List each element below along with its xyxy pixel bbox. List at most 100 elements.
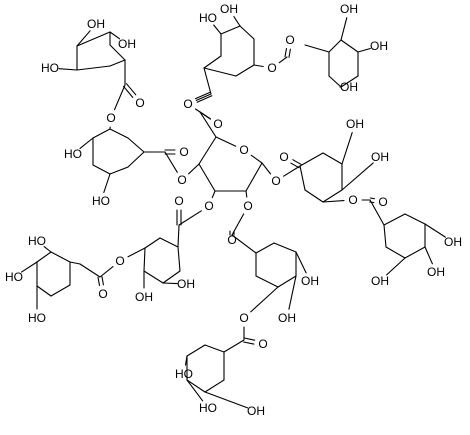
bond [299,165,306,191]
oxygen-label: O [174,194,183,208]
bond [239,25,255,40]
bond [127,247,146,258]
oxygen-label: O [285,33,294,47]
oxygen-label: O [98,287,107,301]
bond [186,379,204,402]
bond [177,246,181,272]
hydroxyl-label: OH [444,235,462,249]
bond-lines [20,16,446,409]
bond [186,344,206,357]
hydroxyl-label: OH [340,2,358,16]
oxygen-label: O [227,233,236,247]
bond [235,64,255,77]
bond [273,242,297,253]
bond [194,91,211,100]
bond [177,224,180,248]
bond [50,284,71,297]
bond [178,210,202,226]
oxygen-label: O [239,311,248,325]
bond [144,237,161,249]
bond [369,197,375,200]
bond [196,95,213,103]
bond [79,263,101,278]
bond [204,344,225,353]
oxygen-label: O [213,117,222,131]
oxygen-label: O [243,199,252,213]
bond [76,31,111,47]
hydroxyl-label: HO [5,270,23,284]
hydroxyl-label: HO [175,367,193,381]
bond [250,286,279,313]
bond [243,337,256,341]
hydroxyl-label: HO [28,311,46,325]
oxygen-label: O [348,193,357,207]
bond [404,213,426,225]
bond [127,151,145,168]
bond [385,246,406,259]
hydroxyl-label: HO [199,401,217,415]
hydroxyl-label: HO [92,194,110,208]
bond [203,55,222,69]
hydroxyl-label: HO [41,61,59,75]
bond [109,44,126,61]
bond [424,246,433,265]
bond [199,111,217,138]
bond [204,391,249,409]
bond [203,67,212,95]
oxygen-label: O [271,174,280,188]
bond [194,108,212,120]
bond [103,173,111,194]
bond [288,48,291,58]
oxygen-label: O [204,199,213,213]
bond [143,270,164,284]
bond [159,237,179,248]
hydroxyl-label: OH [135,290,153,304]
bond [220,25,241,35]
bond [290,162,300,169]
oxygen-label: O [378,195,387,209]
hydroxyl-label: OH [340,80,358,94]
bond [253,64,264,68]
bond [386,257,406,276]
bond [245,190,248,198]
bond [99,266,114,278]
bond [162,270,181,284]
bond [341,132,353,165]
bond [76,65,111,71]
bond [424,223,446,238]
bond [283,165,301,177]
oxygen-label: O [106,111,115,125]
bond [92,164,111,175]
bond [186,379,206,393]
oxygen-label: O [183,97,192,111]
bond [250,154,263,164]
hydroxyl-label: OH [278,311,296,325]
hydroxyl-label: HO [199,11,217,25]
bond [143,247,146,272]
bond [198,136,217,165]
bond [369,201,375,204]
bond [233,16,241,27]
bond [20,261,38,273]
bond [383,224,387,248]
bond [69,261,81,265]
bond [215,136,237,147]
bond [328,75,342,88]
bond [36,251,52,263]
bond [195,93,212,101]
bond [340,39,359,53]
hydroxyl-label: OH [346,117,364,131]
bond [43,246,52,253]
bond [109,31,121,40]
bond [125,83,137,96]
bond [288,275,297,310]
oxygen-label: O [177,173,186,187]
bond [369,199,385,226]
bond [243,341,255,345]
bond [322,152,343,165]
bond [101,276,104,286]
hydroxyl-label: OH [118,37,136,51]
bond [198,163,216,192]
